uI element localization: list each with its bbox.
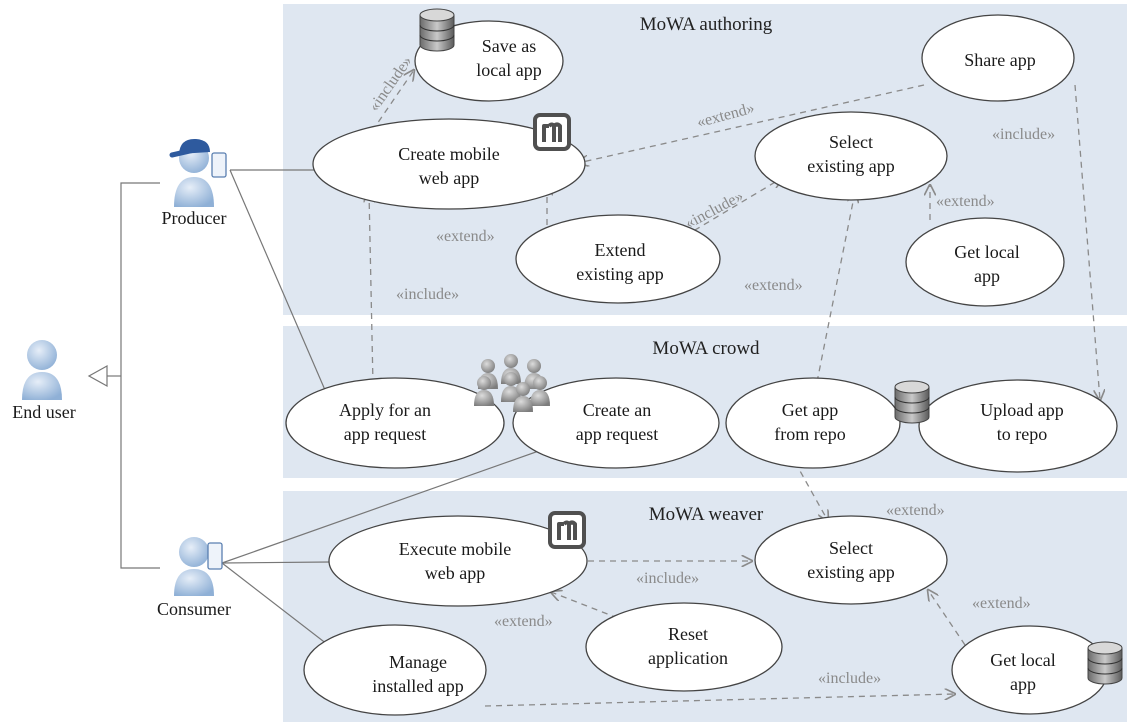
uc-getlocal-bottom-l2: app (1010, 674, 1036, 694)
user-icon (22, 340, 62, 400)
uc-getlocal-top-l1: Get local (954, 242, 1019, 262)
uc-create-request-l2: app request (576, 424, 658, 444)
end-user-actor: End user (12, 340, 76, 422)
uc-extend-existing-app[interactable] (515, 214, 721, 304)
uc-create-mobile-l2: web app (419, 168, 479, 188)
uc-create-app-request[interactable] (512, 377, 720, 469)
uc-select-bottom-l1: Select (829, 538, 873, 558)
user-cap-phone-icon (169, 138, 227, 207)
generalization (87, 182, 160, 569)
uc-manage-l2: installed app (372, 676, 463, 696)
consumer-label: Consumer (157, 599, 231, 619)
package-weaver-title: MoWA weaver (649, 504, 764, 525)
rel-include-manage: «include» (818, 670, 881, 687)
uc-upload-l2: to repo (997, 424, 1047, 444)
rel-extend-weaver-repo: «extend» (886, 502, 945, 519)
producer-label: Producer (162, 208, 227, 228)
user-phone-icon (174, 537, 223, 596)
producer-actor: Producer (162, 138, 227, 228)
uc-extend-l1: Extend (595, 240, 646, 260)
database-icon (1087, 641, 1123, 685)
uc-reset-application[interactable] (585, 602, 783, 692)
uc-share-app-l1: Share app (964, 50, 1035, 70)
uc-extend-l2: existing app (576, 264, 664, 284)
uc-reset-l1: Reset (668, 624, 708, 644)
end-user-label: End user (12, 402, 75, 422)
uc-reset-l2: application (648, 648, 728, 668)
uc-manage-installed-app[interactable] (303, 624, 487, 716)
uc-select-bottom-l2: existing app (807, 562, 895, 582)
consumer-actor: Consumer (157, 537, 231, 619)
uc-select-existing-app-bottom[interactable] (754, 515, 948, 605)
uc-save-local-l1: Save as (482, 36, 536, 56)
database-icon (419, 8, 455, 52)
uc-create-mobile-l1: Create mobile (398, 144, 499, 164)
uc-select-existing-app-top[interactable] (754, 111, 948, 201)
rel-extend-getlocal-bottom: «extend» (972, 595, 1031, 612)
uc-getrepo-l1: Get app (782, 400, 838, 420)
uc-select-top-l1: Select (829, 132, 873, 152)
database-icon (894, 380, 930, 424)
uc-apply-l2: app request (344, 424, 426, 444)
uc-apply-l1: Apply for an (339, 400, 431, 420)
mowa-logo-icon (548, 511, 586, 549)
rel-include-execute: «include» (636, 570, 699, 587)
uc-getrepo-l2: from repo (774, 424, 845, 444)
package-authoring-title: MoWA authoring (640, 14, 773, 35)
uc-share-app[interactable] (921, 14, 1075, 102)
uc-apply-for-app-request[interactable] (285, 377, 505, 469)
uc-manage-l1: Manage (389, 652, 447, 672)
rel-extend-extendapp: «extend» (436, 228, 495, 245)
uc-upload-app-to-repo[interactable] (918, 379, 1118, 473)
rel-include-apply: «include» (396, 286, 459, 303)
rel-extend-reset: «extend» (494, 613, 553, 630)
rel-extend-repo: «extend» (744, 277, 803, 294)
uc-create-request-l1: Create an (583, 400, 651, 420)
uc-get-app-from-repo[interactable] (725, 377, 901, 469)
uc-select-top-l2: existing app (807, 156, 895, 176)
uc-get-local-app-top[interactable] (905, 217, 1065, 307)
uc-upload-l1: Upload app (980, 400, 1063, 420)
uc-execute-mobile-web-app[interactable] (328, 515, 588, 607)
rel-include-upload: «include» (992, 126, 1055, 143)
uc-execute-l1: Execute mobile (399, 539, 511, 559)
uc-execute-l2: web app (425, 563, 485, 583)
uc-save-local-l2: local app (476, 60, 541, 80)
rel-extend-getlocal: «extend» (936, 193, 995, 210)
uc-getlocal-top-l2: app (974, 266, 1000, 286)
package-crowd-title: MoWA crowd (652, 338, 760, 359)
uc-get-local-app-bottom[interactable] (951, 625, 1109, 715)
uc-create-mobile-web-app[interactable] (312, 118, 586, 210)
dependencies (366, 70, 1100, 707)
uc-getlocal-bottom-l1: Get local (990, 650, 1055, 670)
mowa-logo-icon (533, 113, 571, 151)
